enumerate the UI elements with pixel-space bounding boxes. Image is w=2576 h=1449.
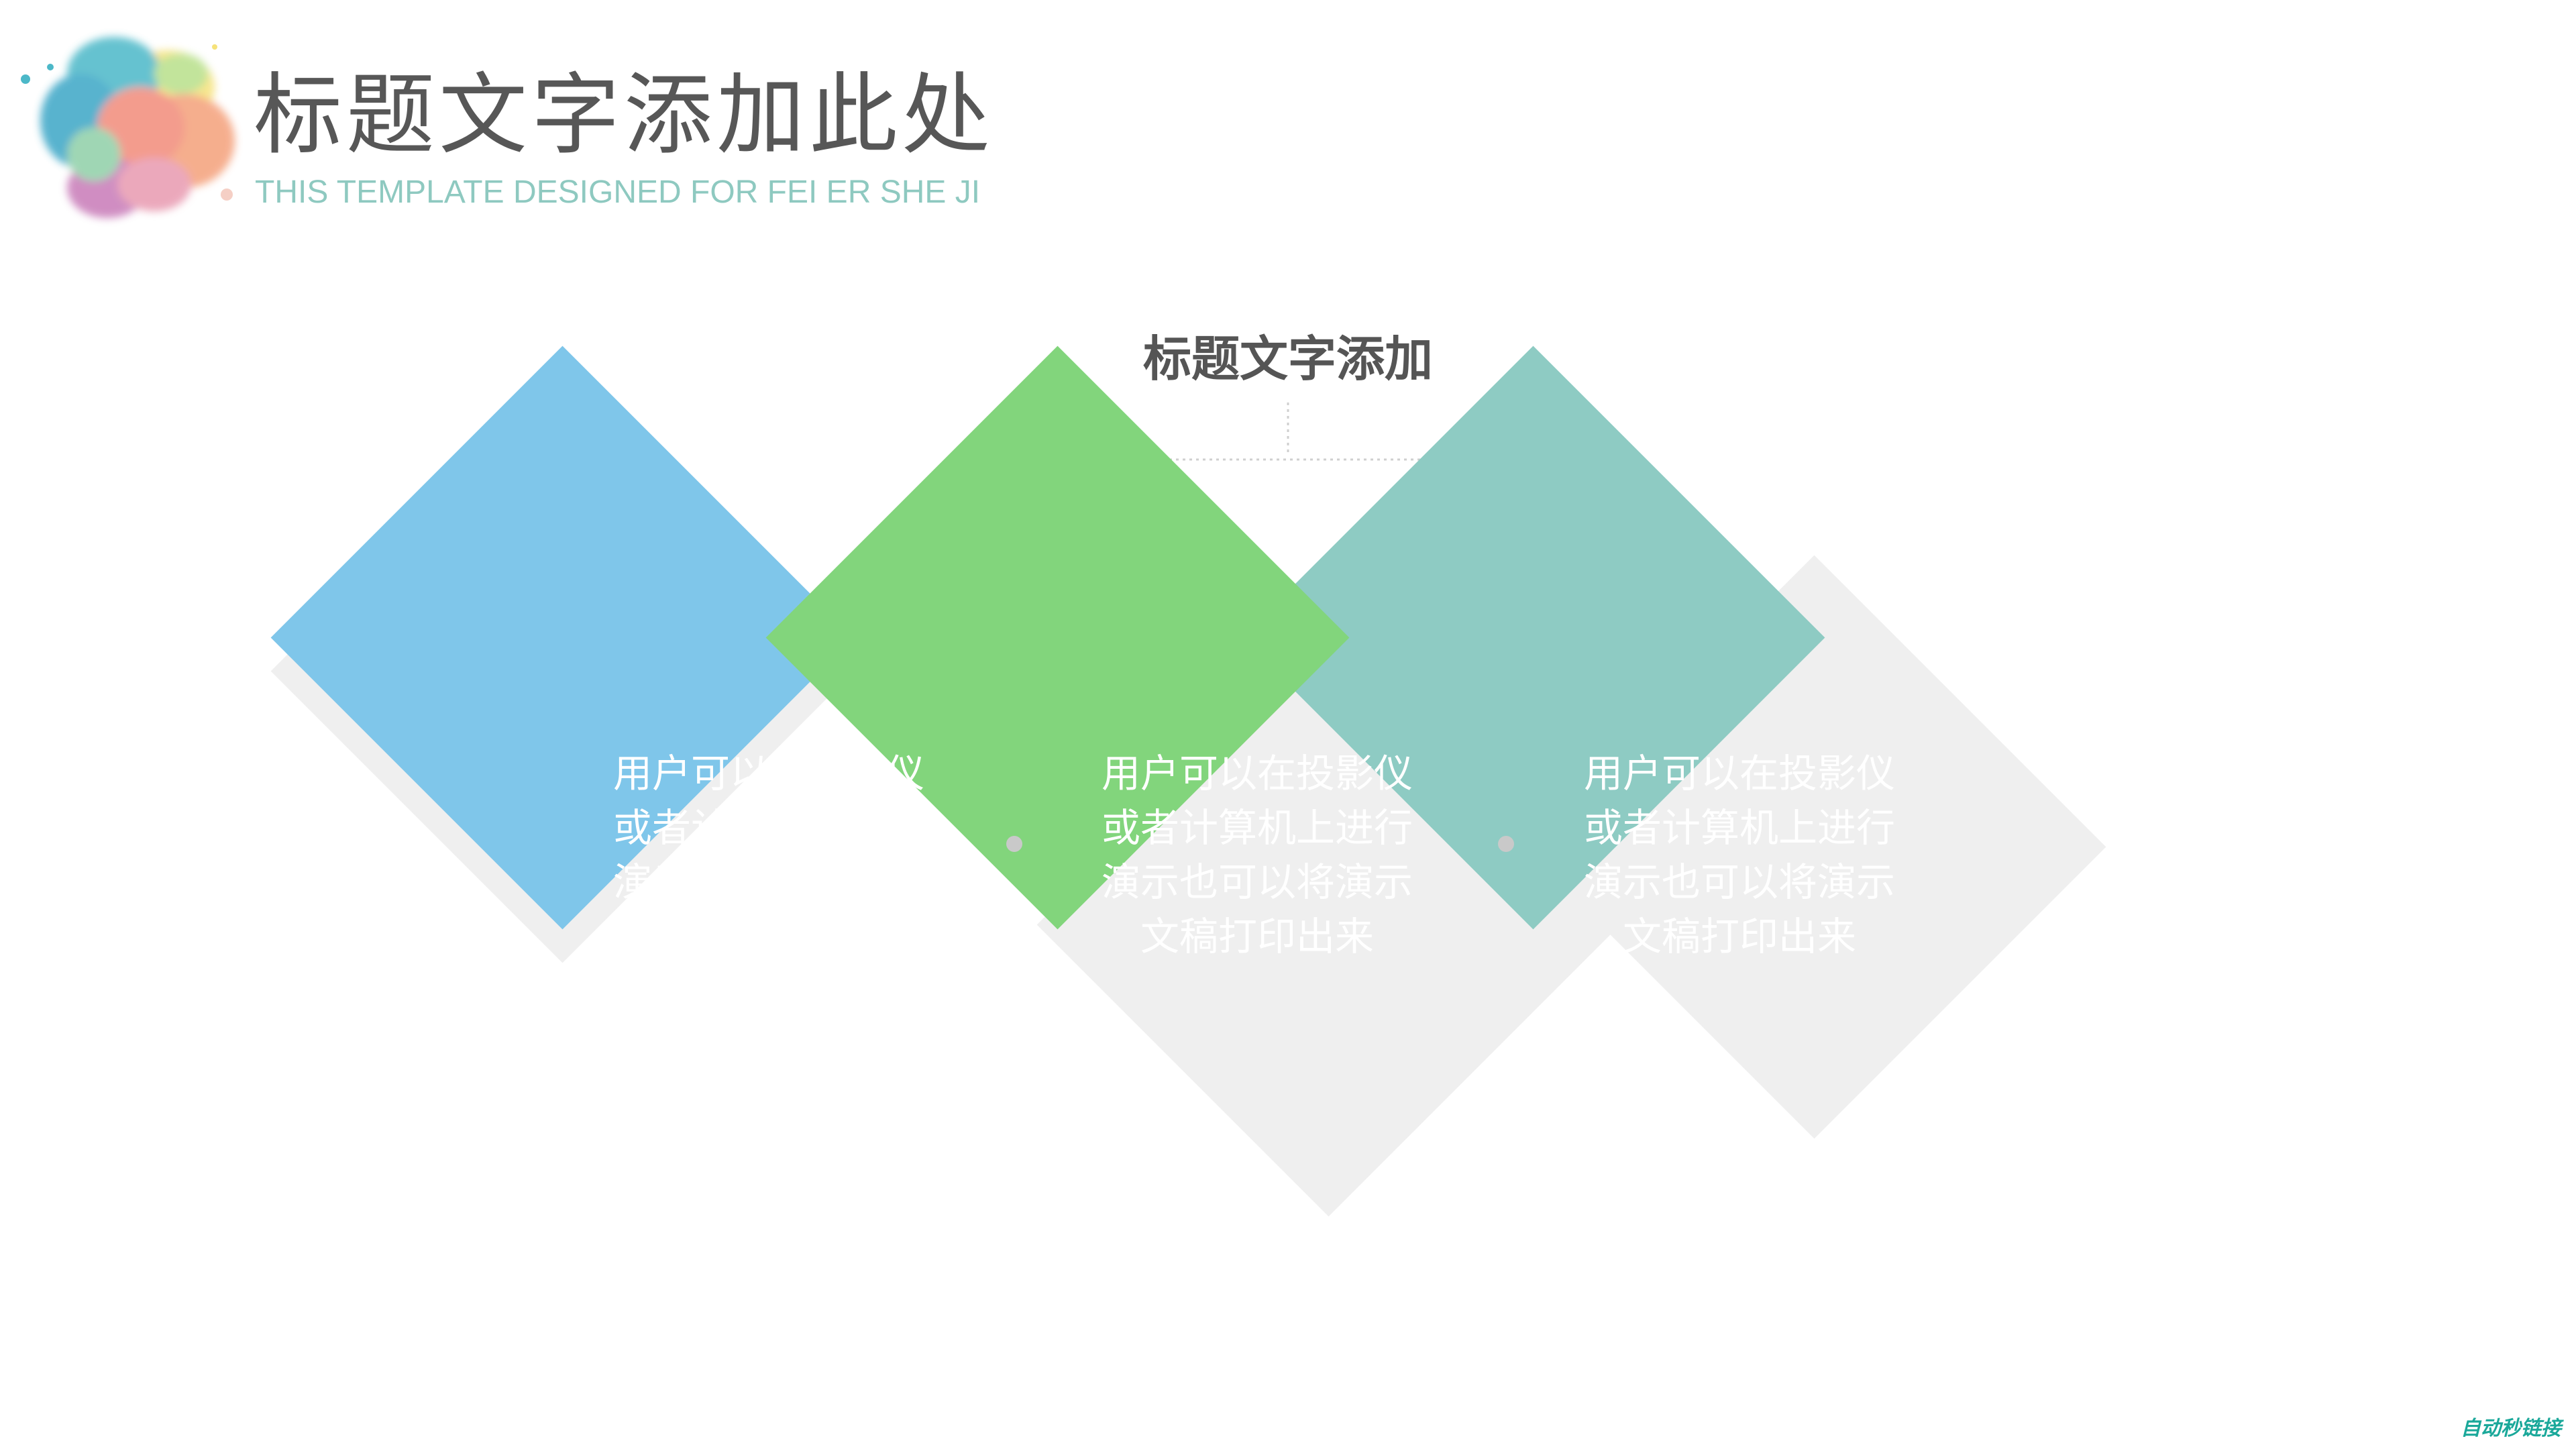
- diamond-text-3: 用户可以在投影仪 或者计算机上进行 演示也可以将演示 文稿打印出来: [1583, 751, 1895, 959]
- page-subtitle: THIS TEMPLATE DESIGNED FOR FEI ER SHE JI: [255, 174, 981, 210]
- connector-dot-right: [1498, 836, 1514, 852]
- diamond-text-2: 用户可以在投影仪 或者计算机上进行 演示也可以将演示 文稿打印出来: [1101, 751, 1413, 959]
- section-heading: 标题文字添加: [1142, 331, 1433, 387]
- connector-dot-left: [1006, 836, 1022, 852]
- watermark-logo: 自动秒链接: [2461, 1417, 2561, 1440]
- page-title: 标题文字添加此处: [254, 64, 994, 167]
- watercolor-logo: [21, 37, 235, 218]
- diamond-text-1: 用户可以在投影仪 或者计算机上进行 演示也可以将演示 文稿打印出来: [612, 751, 924, 959]
